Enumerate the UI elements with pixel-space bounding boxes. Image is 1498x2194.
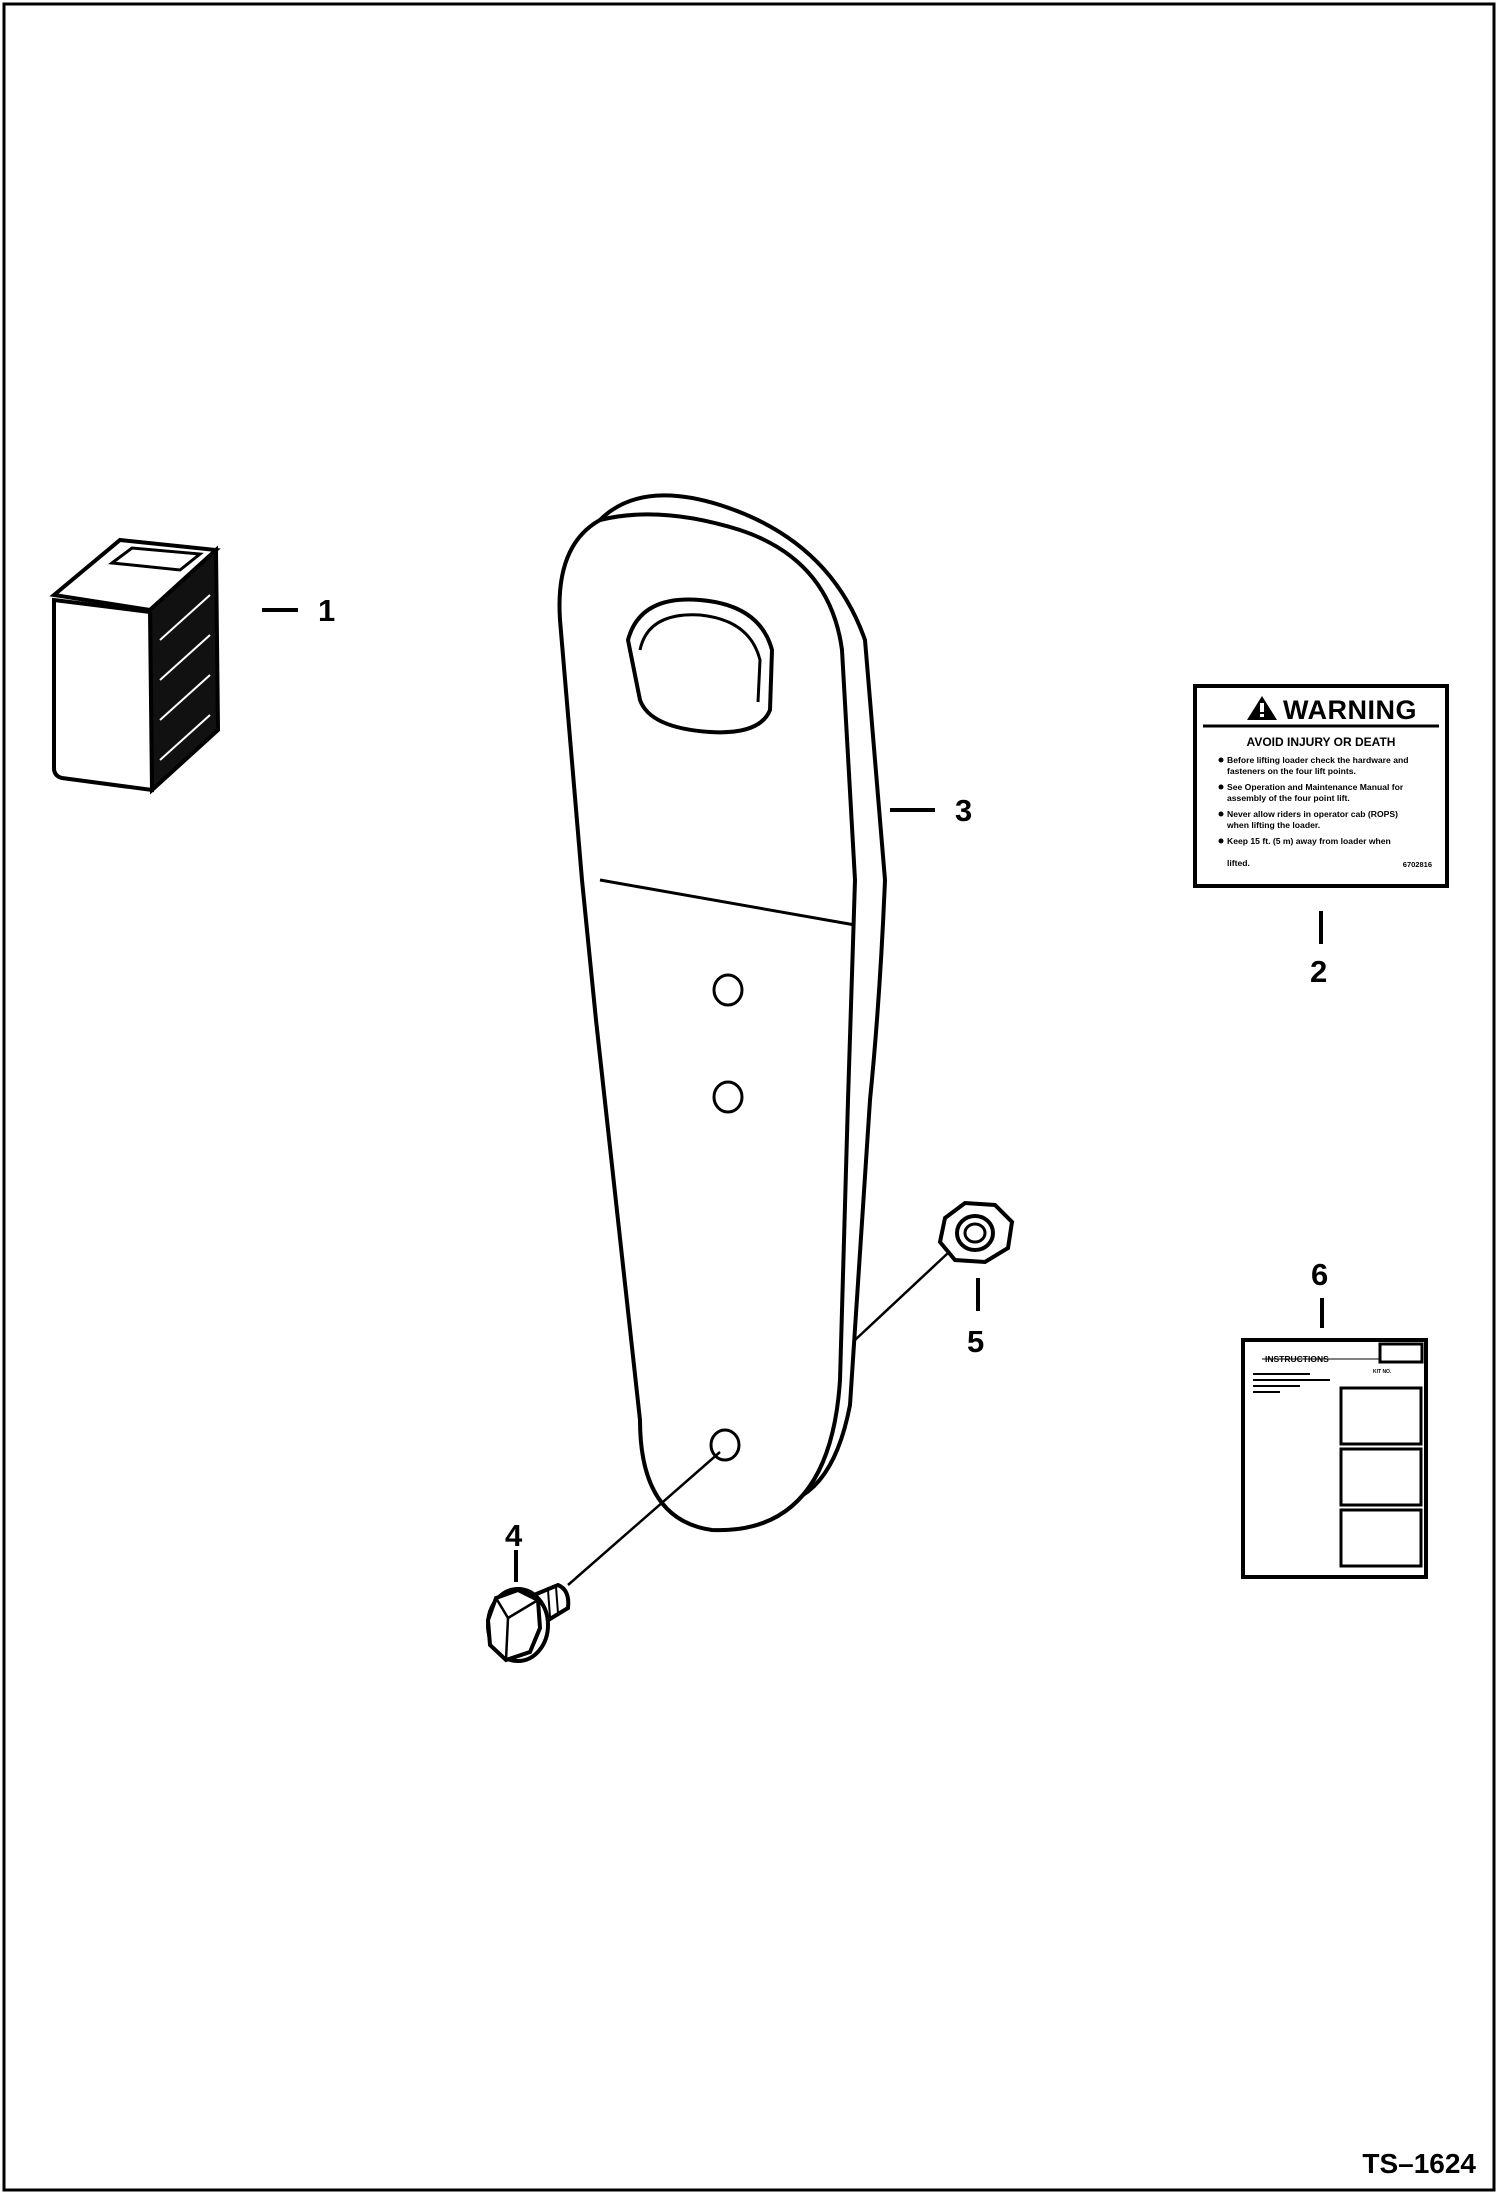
warning-line-2: fasteners on the four lift points. [1227,766,1356,776]
part-5-hex-nut[interactable] [937,1200,1015,1265]
warning-subtitle: AVOID INJURY OR DEATH [1247,735,1396,749]
warning-line-6: when lifting the loader. [1226,820,1320,830]
callout-label-3: 3 [955,793,972,828]
callout-label-4: 4 [505,1518,523,1553]
part-3-lift-bracket[interactable] [557,493,888,1533]
callout-label-5: 5 [967,1324,984,1359]
warning-line-1: Before lifting loader check the hardware… [1227,755,1408,765]
warning-line-4: assembly of the four point lift. [1227,793,1350,803]
callout-label-1: 1 [318,593,335,628]
bolt-leader-line [567,1451,721,1586]
nut-leader-line [854,1252,949,1341]
warning-line-7: Keep 15 ft. (5 m) away from loader when [1227,836,1391,846]
figure-id: TS–1624 [1362,2148,1476,2179]
part-6-instructions-sheet[interactable]: INSTRUCTIONS KIT NO. [1241,1338,1428,1579]
instructions-ref-label: KIT NO. [1373,1369,1392,1375]
warning-line-3: See Operation and Maintenance Manual for [1227,782,1404,792]
part-2-warning-decal[interactable]: WARNING AVOID INJURY OR DEATH Before lif… [1193,684,1449,888]
warning-title: WARNING [1283,695,1417,725]
warning-line-8: lifted. [1227,858,1250,868]
part-4-hex-bolt[interactable] [485,1582,571,1663]
callout-label-6: 6 [1311,1257,1328,1292]
warning-part-code: 6702816 [1403,860,1432,869]
part-1-storage-box[interactable] [49,537,221,795]
warning-line-5: Never allow riders in operator cab (ROPS… [1227,809,1398,819]
warning-triangle-icon [1247,696,1277,720]
callout-label-2: 2 [1310,954,1327,989]
